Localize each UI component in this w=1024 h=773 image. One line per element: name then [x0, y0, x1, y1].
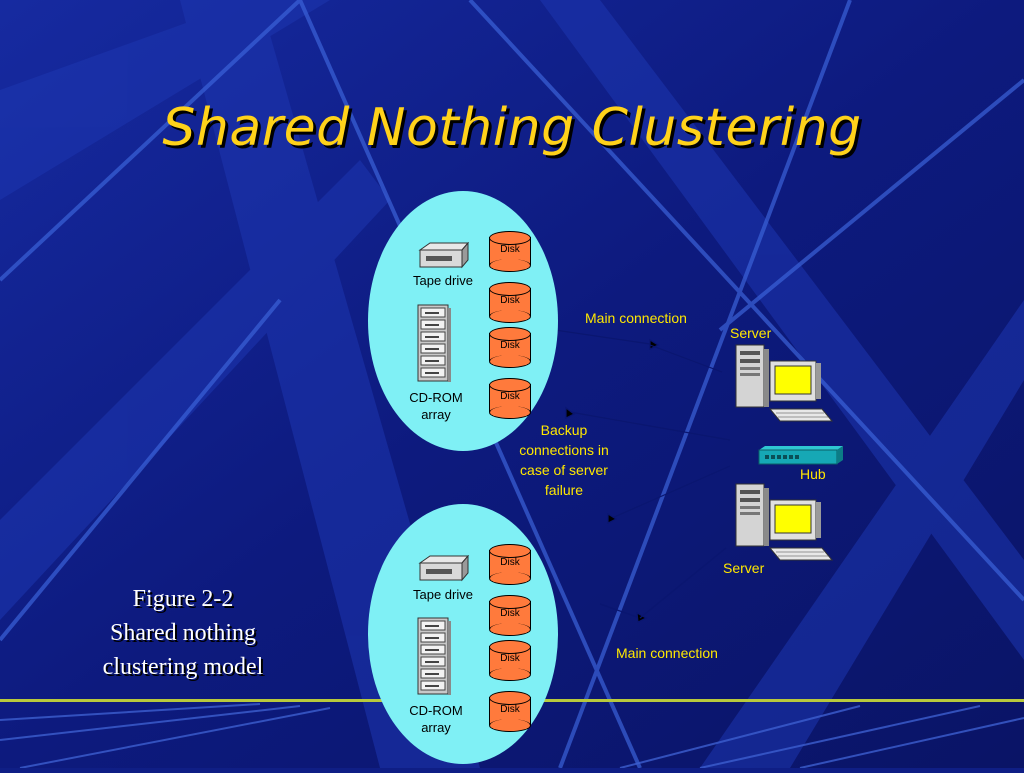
server-icon	[735, 483, 834, 561]
cd-rom-array-icon	[417, 617, 451, 695]
tape-drive-icon	[418, 555, 470, 582]
disk-icon: Disk	[489, 282, 531, 323]
hub-icon	[758, 446, 843, 465]
floor-lines	[0, 703, 1024, 768]
cd-rom-array-icon	[417, 304, 451, 382]
disk-icon: Disk	[489, 595, 531, 636]
disk-icon: Disk	[489, 640, 531, 681]
hub-label: Hub	[800, 466, 826, 482]
disk-icon: Disk	[489, 691, 531, 732]
disk-icon: Disk	[489, 544, 531, 585]
cd-rom-array-label: CD-ROM array	[409, 390, 463, 422]
server-icon	[735, 344, 834, 422]
slide-title: Shared Nothing Clustering	[162, 98, 862, 158]
main-connection-label: Main connection	[616, 645, 718, 661]
disk-icon: Disk	[489, 327, 531, 368]
backup-connections-label: Backup connections in case of server fai…	[519, 422, 609, 498]
disk-icon: Disk	[489, 378, 531, 419]
disk-icon: Disk	[489, 231, 531, 272]
main-connection-label: Main connection	[585, 310, 687, 326]
server-label: Server	[730, 325, 772, 341]
figure-caption: Figure 2-2 Shared nothing clustering mod…	[102, 586, 264, 680]
connection-arrows	[554, 329, 731, 623]
tape-drive-label: Tape drive	[413, 273, 473, 288]
server-label: Server	[723, 560, 765, 576]
tape-drive-label: Tape drive	[413, 587, 473, 602]
cd-rom-array-label: CD-ROM array	[409, 703, 463, 735]
tape-drive-icon	[418, 242, 470, 269]
